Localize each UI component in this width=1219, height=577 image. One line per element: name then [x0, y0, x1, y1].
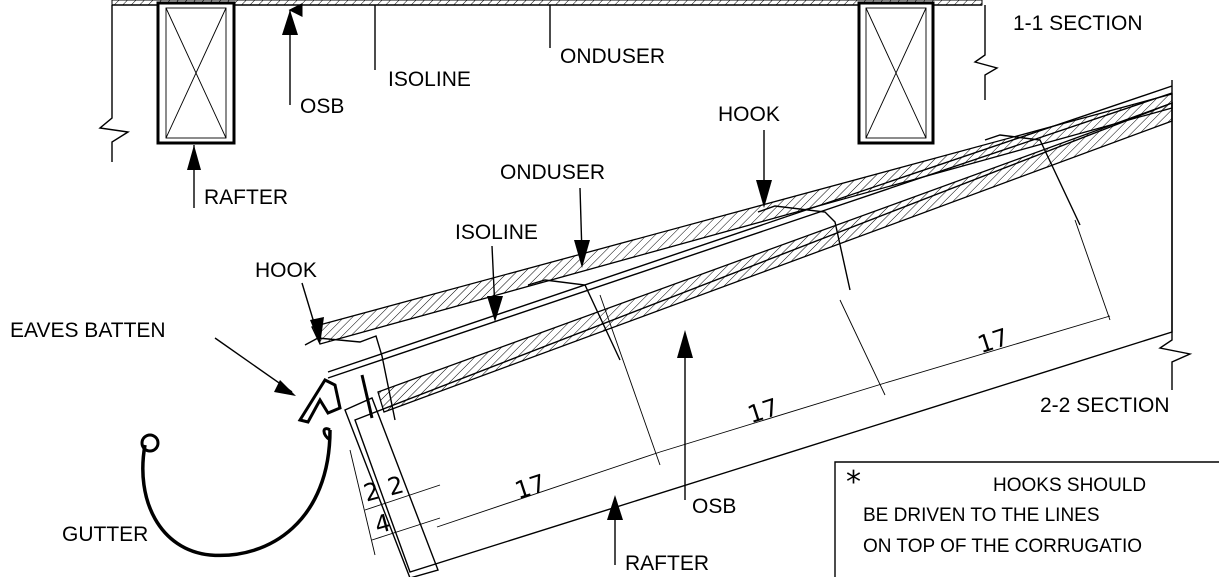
section-2-2-drawing: [140, 80, 1193, 577]
section-1-1-drawing: [98, 0, 999, 208]
eaves-batten: [297, 378, 342, 424]
note-line-3: ON TOP OF THE CORRUGATIO: [863, 536, 1142, 557]
section-2-2-title: 2-2 SECTION: [1040, 394, 1170, 417]
dimension-2-right: 2: [385, 471, 407, 502]
top-onduser-label: ONDUSER: [560, 45, 665, 68]
hook-lower-label: HOOK: [255, 259, 317, 282]
dimension-17-upper: 17: [974, 323, 1012, 359]
note-asterisk: *: [846, 465, 861, 500]
onduser-sheet-hatch: [311, 93, 1173, 345]
hook-upper-shape: [757, 205, 851, 291]
dimension-2-left: 2: [361, 477, 383, 508]
osb-label: OSB: [692, 495, 736, 518]
top-isoline-label: ISOLINE: [388, 68, 471, 91]
section-1-1-title: 1-1 SECTION: [1013, 12, 1143, 35]
hook-lower-shape: [304, 335, 396, 421]
top-rafter-label: RAFTER: [204, 186, 288, 209]
gutter-label: GUTTER: [62, 523, 148, 546]
isoline-label: ISOLINE: [455, 221, 538, 244]
dimension-17-middle: 17: [744, 393, 782, 429]
note-line-2: BE DRIVEN TO THE LINES: [863, 505, 1100, 526]
note-line-1: HOOKS SHOULD: [993, 475, 1146, 496]
dimension-4: 4: [372, 509, 394, 540]
gutter-shape: [141, 429, 332, 558]
dimension-17-lower: 17: [511, 469, 549, 505]
top-osb-label: OSB: [300, 95, 344, 118]
dimension-lines: [349, 219, 1111, 556]
onduser-label: ONDUSER: [500, 161, 605, 184]
rafter-label: RAFTER: [625, 552, 709, 575]
eaves-batten-label: EAVES BATTEN: [10, 319, 166, 342]
note-box: * HOOKS SHOULD BE DRIVEN TO THE LINES ON…: [834, 461, 1219, 577]
osb-board-hatch: [377, 102, 1173, 413]
top-deck-hatch: [111, 0, 983, 6]
hook-upper-label: HOOK: [718, 103, 780, 126]
